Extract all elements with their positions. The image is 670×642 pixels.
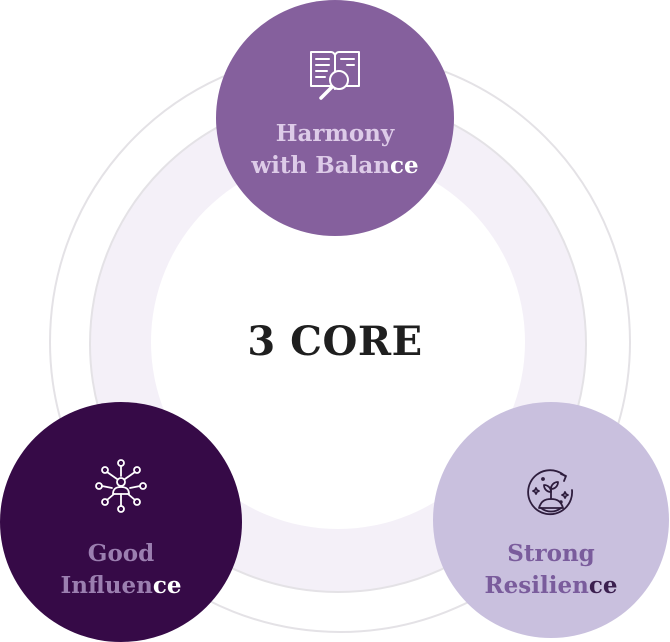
node-label-line2-accent: ce [389,152,419,179]
node-label-line2: Resilience [433,570,669,602]
node-label-line1: Strong [507,540,595,567]
sprout-cycle-icon [527,469,573,516]
center-disc [151,155,525,529]
node-harmony-with-balance[interactable]: Harmony with Balance [216,0,454,236]
node-label: Strong Resilience [433,538,669,602]
node-label-line2-main: Influen [60,572,153,599]
node-label-line2-main: Resilien [484,572,589,599]
node-label-line2: Influence [0,570,242,602]
node-label-line2-accent: ce [588,572,618,599]
node-label-line2-accent: ce [152,572,182,599]
node-label-line1: Harmony [275,120,395,147]
network-person-icon [95,459,147,513]
node-label: Harmony with Balance [216,118,454,182]
book-magnifier-icon [310,51,360,100]
node-label-line2-main: with Balan [251,152,390,179]
node-good-influence[interactable]: Good Influence [0,402,242,642]
node-label-line2: with Balance [216,150,454,182]
node-strong-resilience[interactable]: Strong Resilience [433,402,669,638]
center-title: 3 CORE [247,318,423,365]
node-label: Good Influence [0,538,242,602]
node-label-line1: Good [87,540,155,567]
